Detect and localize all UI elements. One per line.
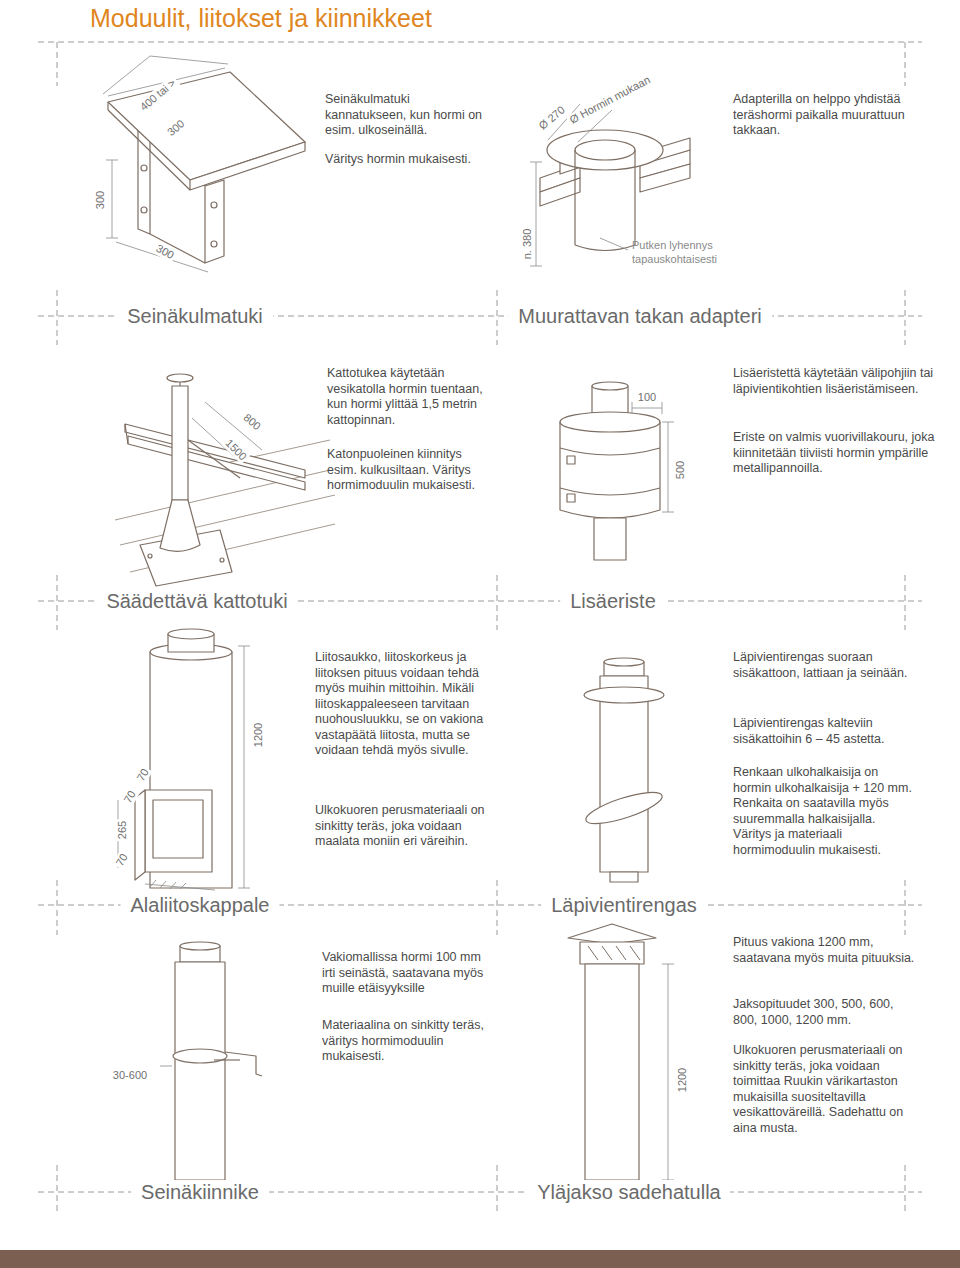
section-heading: Läpivientirengas [541,893,707,917]
wall-corner-bracket [103,56,305,272]
footer-bar [0,1250,960,1268]
page-title: Moduulit, liitokset ja kiinnikkeet [90,4,432,33]
section-heading: Seinäkulmatuki [117,304,273,328]
body-text: Materiaalina on sinkitty teräs, väritys … [322,1018,497,1065]
dimension-label: 800 [239,410,264,434]
dimension-label: n. 380 [521,227,534,262]
body-text: Renkaan ulkohalkaisija on hormin ulkohal… [733,765,915,858]
body-text: Kattotukea käytetään vesikatolla hormin … [327,366,489,428]
wall-bracket [160,942,262,1180]
body-text: Väritys hormin mukaisesti. [325,152,490,168]
body-text: Adapterilla on helppo yhdistää teräshorm… [733,92,923,139]
extra-insulation [560,382,674,560]
dimension-label: Ø 270 [535,102,569,134]
dimension-label: 1200 [252,721,265,749]
dimension-label: 265 [116,819,129,841]
body-text: Eriste on valmis vuorivillakouru, joka k… [733,430,938,477]
section-heading: Säädettävä kattotuki [96,589,297,613]
body-text: Seinäkulmatuki kannatukseen, kun hormi o… [325,92,490,139]
dimension-label: 30-600 [111,1069,149,1082]
body-text: Läpivientirengas kalteviin sisäkattoihin… [733,716,915,747]
dimension-label: 1200 [676,1066,689,1094]
pass-through-ring [583,658,665,882]
body-text: Läpivientirengas suoraan sisäkattoon, la… [733,650,915,681]
dimension-label: Ø Hormin mukaan [566,72,654,127]
section-heading: Yläjakso sadehatulla [527,1180,730,1204]
roof-support [115,374,335,586]
top-section-rain-cap [568,924,674,1180]
dimension-label: 300 [94,189,107,211]
body-text: Pituus vakiona 1200 mm, saatavana myös m… [733,935,921,966]
dimension-label: 300 [152,241,178,263]
bottom-connector [118,629,250,890]
dimension-label: 100 [636,391,658,404]
dimension-label: 500 [674,459,687,481]
body-text: Ulkokuoren perusmateriaali on sinkitty t… [733,1043,921,1136]
section-heading: Alaliitoskappale [121,893,280,917]
dashed-rules [38,42,922,1215]
body-text: Vakiomallissa hormi 100 mm irti seinästä… [322,950,497,997]
section-heading: Lisäeriste [560,589,666,613]
body-text: Ulkokuoren perusmateriaali on sinkitty t… [315,803,490,850]
body-text: Katonpuoleinen kiinnitys esim. kulkusilt… [327,447,489,494]
section-heading: Muurattavan takan adapteri [508,304,772,328]
dimension-label: 70 [112,850,131,871]
body-text: Lisäeristettä käytetään välipohjiin tai … [733,366,938,397]
section-heading: Seinäkiinnike [131,1180,269,1204]
body-text: Putken lyhennys tapauskohtaisesti [632,238,752,266]
body-text: Liitosaukko, liitoskorkeus ja liitoksen … [315,650,495,759]
body-text: Jaksopituudet 300, 500, 600, 800, 1000, … [733,997,921,1028]
